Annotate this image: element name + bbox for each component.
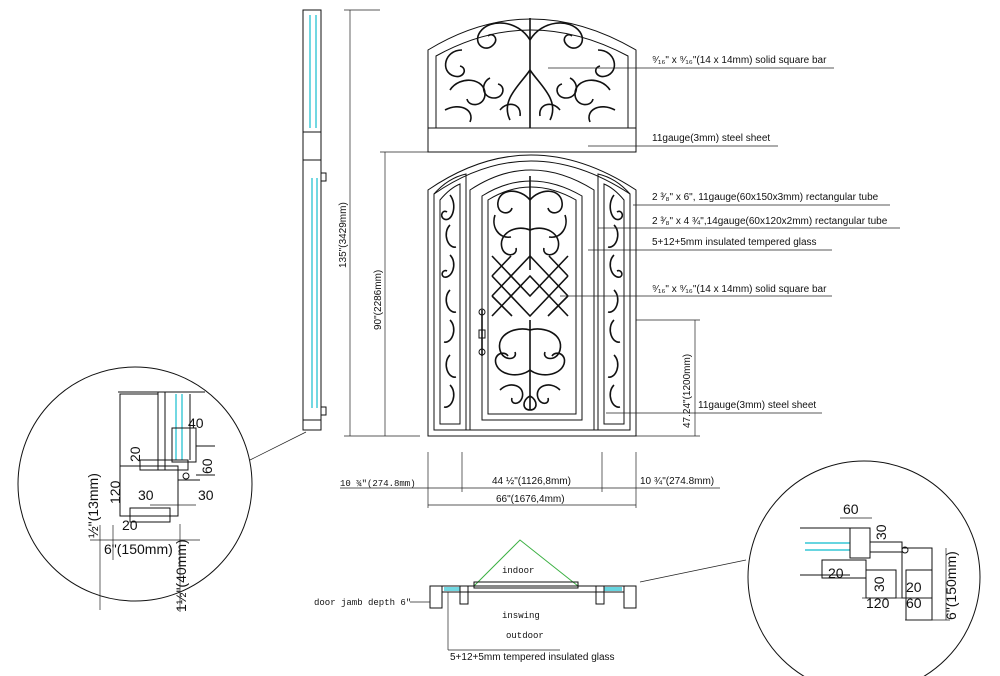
annotation-bar-top: ⁹⁄₁₆" x ⁹⁄₁₆"(14 x 14mm) solid square ba… [652,55,827,66]
handle-height-label: 47.24"(1200mm) [682,354,693,428]
width-dimensions [340,452,720,508]
plan-outdoor: outdoor [506,631,544,641]
door-handle [478,308,486,356]
leader-lines [548,67,900,414]
door-scrollwork [491,176,569,411]
left-detail-d20b: 20 [122,517,138,533]
left-detail-d40: 40 [188,415,204,431]
right-detail-d120: 120 [866,595,890,611]
right-detail-d30: 30 [873,524,889,540]
annotation-bar-mid: ⁹⁄₁₆" x ⁹⁄₁₆"(14 x 14mm) solid square ba… [652,284,827,295]
transom-scrollwork [444,18,616,128]
sidelite-left-width: 10 ¾"(274.8mm) [340,479,416,489]
annotation-steel-sheet-bottom: 11gauge(3mm) steel sheet [698,400,816,411]
total-height-label: 135"(3429mm) [338,202,349,268]
annotation-steel-sheet-top: 11gauge(3mm) steel sheet [652,133,770,144]
left-detail-half-inch: ½"(13mm) [85,473,101,538]
right-detail-d60b: 60 [906,595,922,611]
plan-indoor: indoor [502,566,534,576]
door-width: 44 ½"(1126,8mm) [492,476,571,487]
right-detail-d20a: 20 [828,565,844,581]
left-detail-6in: 6"(150mm) [104,541,173,557]
sidelite-scrollwork [440,194,624,408]
right-detail-d20b: 20 [906,579,922,595]
side-section [302,9,327,431]
left-detail-d120: 120 [107,480,123,504]
left-detail-bottom: 1½"(40mm) [173,539,189,612]
left-detail-d30b: 30 [198,487,214,503]
door-height-label: 90"(2286mm) [373,270,384,330]
right-detail [639,460,981,676]
annotation-rect-tube-1: 2 ³⁄₈" x 6", 11gauge(60x150x3mm) rectang… [652,192,879,203]
annotation-rect-tube-2: 2 ³⁄₈" x 4 ¾",14gauge(60x120x2mm) rectan… [652,216,888,227]
right-detail-d60: 60 [843,501,859,517]
left-detail [17,366,307,612]
door-elevation [427,18,637,437]
annotation-glass: 5+12+5mm insulated tempered glass [652,237,817,248]
left-detail-d20: 20 [127,446,143,462]
sidelite-right-width: 10 ¾"(274.8mm) [640,476,714,487]
right-detail-d30b: 30 [871,576,887,592]
height-dimensions [344,9,700,437]
annotations: ⁹⁄₁₆" x ⁹⁄₁₆"(14 x 14mm) solid square ba… [652,55,888,411]
plan-glass-label: 5+12+5mm tempered insulated glass [450,652,615,663]
plan-view [410,539,637,651]
plan-inswing: inswing [502,611,540,621]
plan-jamb-depth: door jamb depth 6" [314,598,411,608]
overall-width: 66"(1676,4mm) [496,494,565,505]
right-detail-6in: 6"(150mm) [943,551,959,620]
left-detail-d30a: 30 [138,487,154,503]
left-detail-d60: 60 [199,458,215,474]
